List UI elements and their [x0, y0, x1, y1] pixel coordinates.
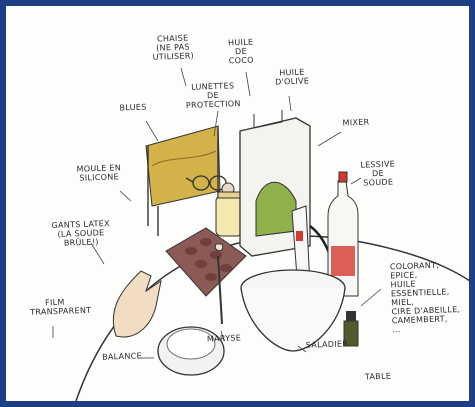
label-colorant: COLORANT, EPICE, HUILE ESSENTIELLE, MIEL… — [390, 260, 469, 335]
mixing-bowl-drawing — [241, 270, 345, 351]
label-saladier: SALADIER — [304, 339, 350, 350]
label-film: FILM TRANSPARENT — [30, 297, 81, 317]
label-maryse: MARYSE — [204, 333, 244, 343]
silicone-mould-drawing — [166, 228, 246, 296]
label-chaise: CHAISE (NE PAS UTILISER) — [138, 33, 209, 62]
label-moule: MOULE EN SILICONE — [74, 163, 125, 183]
label-lessive: LESSIVE DE SOUDE — [356, 159, 401, 188]
label-mixer: MIXER — [338, 117, 374, 127]
illustration-frame: CHAISE (NE PAS UTILISER) HUILE DE COCO H… — [6, 6, 469, 401]
coconut-oil-jar-drawing — [216, 192, 242, 236]
label-gants: GANTS LATEX (LA SOUDE BRÛLE!) — [40, 219, 123, 249]
latex-gloves-drawing — [113, 271, 161, 337]
label-lunettes: LUNETTES DE PROTECTION — [181, 81, 246, 110]
label-blues: BLUES — [116, 102, 150, 112]
label-table: TABLE — [362, 371, 394, 381]
label-huile-olive: HUILE D'OLIVE — [272, 67, 313, 86]
label-huile-coco: HUILE DE COCO — [226, 37, 257, 65]
label-balance: BALANCE — [102, 351, 142, 361]
